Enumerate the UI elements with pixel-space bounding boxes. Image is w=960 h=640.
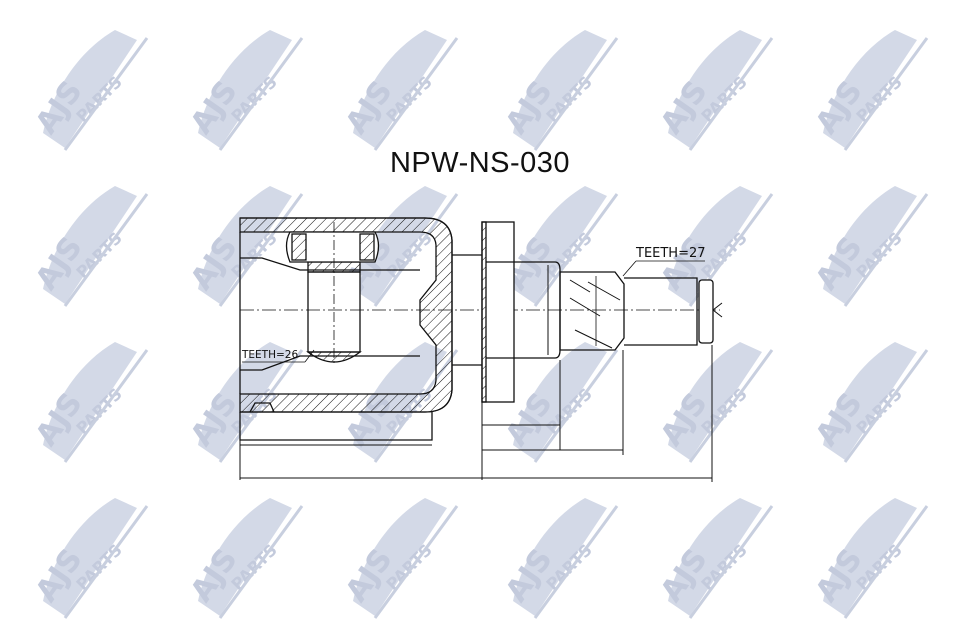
part-number-title: NPW-NS-030 <box>389 147 571 179</box>
teeth-labels: TEETH=26 TEETH=27 <box>241 246 706 363</box>
housing-outer <box>239 217 453 441</box>
dimension-lines <box>239 345 713 482</box>
teeth-27-label: TEETH=27 <box>635 246 706 261</box>
output-shaft <box>452 221 723 403</box>
teeth-26-label: TEETH=26 <box>241 349 298 361</box>
